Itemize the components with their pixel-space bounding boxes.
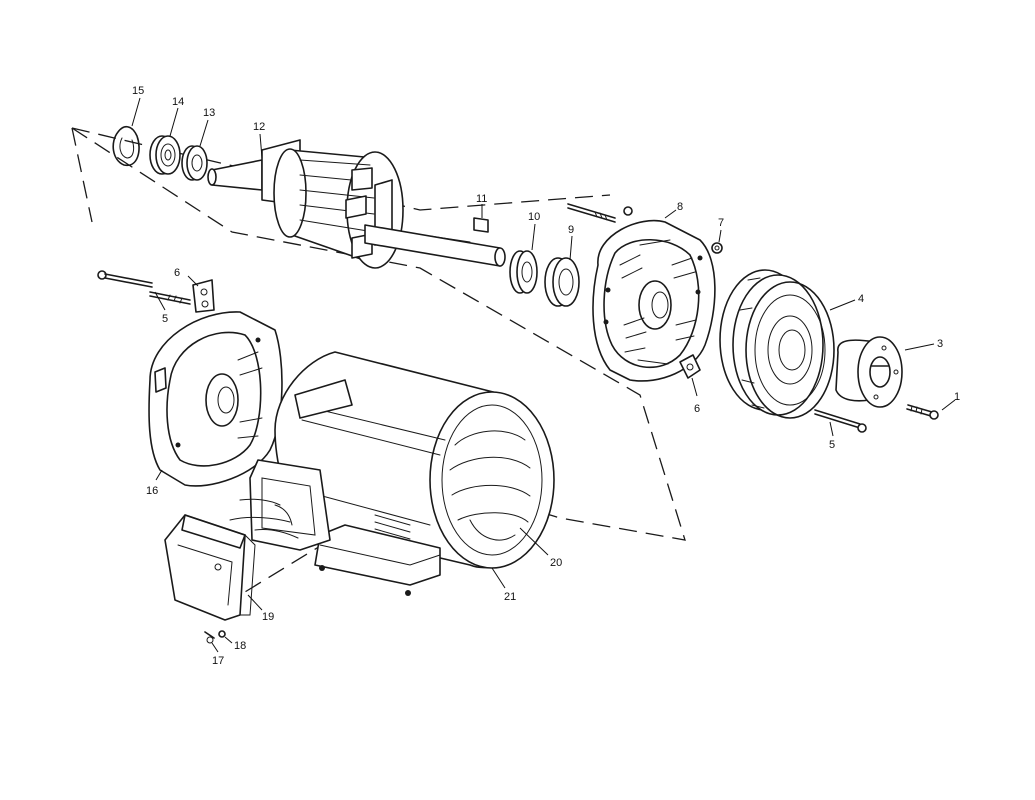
svg-text:4: 4 <box>858 293 864 305</box>
callout-17: 17 <box>211 642 224 667</box>
callout-3: 3 <box>904 338 943 351</box>
part-bolt-lower <box>814 409 867 433</box>
part-bracket-left <box>192 279 215 313</box>
part-bearing-inner <box>544 257 580 307</box>
callout-6-right: 6 <box>691 377 700 415</box>
svg-text:12: 12 <box>253 121 265 133</box>
part-end-bell <box>592 219 716 382</box>
callouts: 1 3 4 5 5 6 6 7 <box>131 85 960 667</box>
part-bolts-left <box>97 270 191 305</box>
part-bearing-outer <box>149 135 181 175</box>
part-bushing <box>835 336 903 408</box>
svg-text:16: 16 <box>146 485 158 497</box>
svg-text:20: 20 <box>550 557 562 569</box>
callout-11: 11 <box>476 193 487 218</box>
callout-18: 18 <box>224 636 246 652</box>
part-through-bolt-upper <box>567 203 633 223</box>
svg-text:11: 11 <box>476 193 487 205</box>
svg-text:13: 13 <box>203 107 215 119</box>
svg-text:14: 14 <box>172 96 184 108</box>
callout-4: 4 <box>829 293 864 311</box>
callout-16: 16 <box>146 469 163 497</box>
svg-text:5: 5 <box>829 439 835 451</box>
part-key <box>473 217 489 233</box>
part-nut <box>711 242 723 254</box>
svg-text:10: 10 <box>528 211 540 223</box>
part-front-end-bell <box>148 311 283 487</box>
callout-21: 21 <box>491 567 516 603</box>
part-cap-screw <box>906 404 939 420</box>
callout-14: 14 <box>169 96 184 137</box>
svg-text:5: 5 <box>162 313 168 325</box>
callout-12: 12 <box>253 121 265 159</box>
part-rotor <box>207 139 506 269</box>
callout-1: 1 <box>941 391 960 411</box>
callout-6-left: 6 <box>174 267 199 287</box>
part-washer <box>181 145 208 181</box>
svg-text:18: 18 <box>234 640 246 652</box>
part-conduit-cover <box>164 514 256 621</box>
part-cover-screw <box>204 630 226 644</box>
callout-20: 20 <box>519 527 562 569</box>
part-sheave <box>719 269 835 419</box>
callout-10: 10 <box>528 211 540 251</box>
svg-text:19: 19 <box>262 611 274 623</box>
svg-text:9: 9 <box>568 224 574 236</box>
svg-text:1: 1 <box>954 391 960 403</box>
svg-text:6: 6 <box>174 267 180 279</box>
svg-text:17: 17 <box>212 655 224 667</box>
part-frame <box>274 351 555 596</box>
svg-text:15: 15 <box>132 85 144 97</box>
part-bracket-right <box>679 354 701 379</box>
callout-5-left: 5 <box>154 291 168 325</box>
svg-text:21: 21 <box>504 591 516 603</box>
svg-text:6: 6 <box>694 403 700 415</box>
callout-15: 15 <box>131 85 144 127</box>
part-conduit-base <box>229 459 331 551</box>
callout-9: 9 <box>568 224 574 261</box>
callout-19: 19 <box>247 594 274 623</box>
callout-13: 13 <box>199 107 215 147</box>
svg-text:7: 7 <box>718 217 724 229</box>
callout-5-right: 5 <box>829 421 835 451</box>
part-seal <box>509 250 538 294</box>
svg-text:3: 3 <box>937 338 943 350</box>
part-retaining-ring <box>112 126 140 166</box>
svg-text:8: 8 <box>677 201 683 213</box>
callout-7: 7 <box>718 217 724 243</box>
callout-8: 8 <box>664 201 683 219</box>
